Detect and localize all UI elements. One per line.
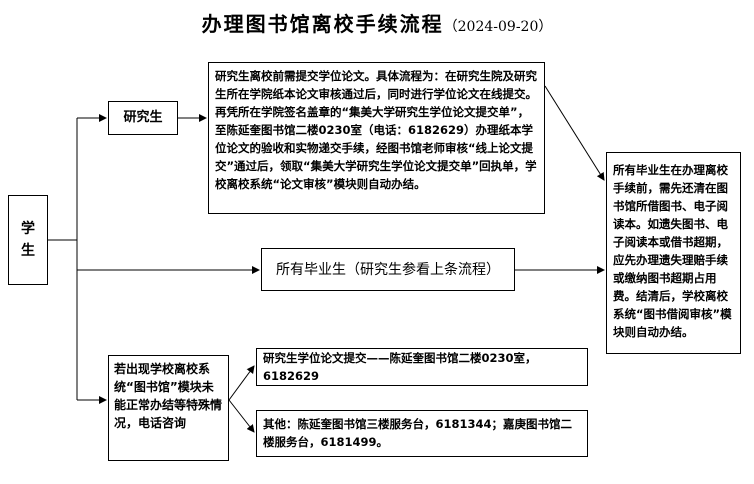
contact-other-node: 其他：陈延奎图书馆三楼服务台，6181344；嘉庚图书馆二楼服务台，618149… <box>256 410 588 457</box>
special-case-text: 若出现学校离校系统“图书馆”模块未能正常办结等特殊情况，电话咨询 <box>114 362 223 430</box>
grad-node: 研究生 <box>108 101 178 135</box>
contact-grad-node: 研究生学位论文提交——陈延奎图书馆二楼0230室，6182629 <box>256 348 588 386</box>
special-case-node: 若出现学校离校系统“图书馆”模块未能正常办结等特殊情况，电话咨询 <box>108 355 229 461</box>
title-text: 办理图书馆离校手续流程 <box>201 12 444 36</box>
final-text: 所有毕业生在办理离校手续前，需先还清在图书馆所借图书、电子阅读本。如遗失图书、电… <box>613 163 732 339</box>
student-node: 学生 <box>8 195 48 285</box>
grad-detail-text: 研究生离校前需提交学位论文。具体流程为：在研究生院及研究生所在学院纸本论文审核通… <box>215 69 537 191</box>
title-date: （2024-09-20） <box>443 19 553 35</box>
grad-label: 研究生 <box>123 110 163 125</box>
grad-detail-node: 研究生离校前需提交学位论文。具体流程为：在研究生院及研究生所在学院纸本论文审核通… <box>208 62 545 214</box>
student-label: 学生 <box>21 221 35 259</box>
final-node: 所有毕业生在办理离校手续前，需先还清在图书馆所借图书、电子阅读本。如遗失图书、电… <box>606 152 741 354</box>
contact-other-text: 其他：陈延奎图书馆三楼服务台，6181344；嘉庚图书馆二楼服务台，618149… <box>263 417 573 449</box>
contact-grad-text: 研究生学位论文提交——陈延奎图书馆二楼0230室，6182629 <box>263 351 537 383</box>
all-grads-text: 所有毕业生（研究生参看上条流程） <box>276 261 500 278</box>
page-title: 办理图书馆离校手续流程（2024-09-20） <box>0 8 754 37</box>
all-grads-node: 所有毕业生（研究生参看上条流程） <box>261 248 515 291</box>
